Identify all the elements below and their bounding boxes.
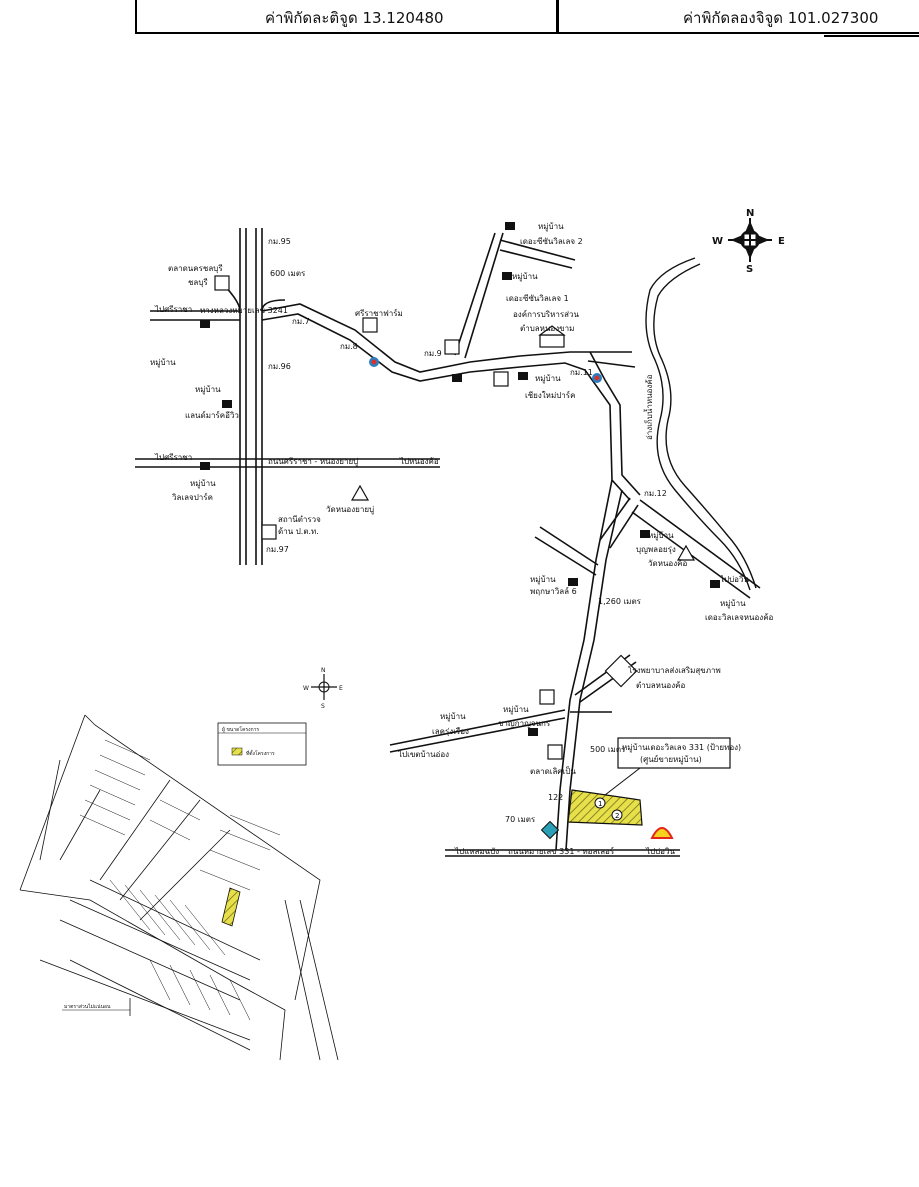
label-market-low: ตลาดเลิศเป็น bbox=[530, 766, 576, 776]
svg-text:1: 1 bbox=[598, 800, 602, 808]
inset-legend-item: ที่ตั้งโครงการ bbox=[246, 748, 275, 757]
label-to-sriracha-top: ไปศรีราชา bbox=[154, 305, 192, 314]
label-village-top2: หมู่บ้าน bbox=[512, 272, 538, 282]
label-wat2: วัดหนองค้อ bbox=[648, 559, 687, 568]
label-km12: กม.12 bbox=[644, 489, 667, 498]
label-village-right1b: บุญพลอยรุ่ง bbox=[636, 545, 676, 554]
compass-e: E bbox=[778, 236, 785, 247]
label-village-low1b: เลครุ่งเรือง bbox=[432, 727, 469, 736]
label-reservoir: อ่างเก็บน้ำหนองค้อ bbox=[643, 374, 654, 440]
label-km96: กม.96 bbox=[268, 362, 291, 371]
inset-legend: ผู้ ขนาดโครงการ ที่ตั้งโครงการ bbox=[217, 722, 307, 766]
label-km11: กม.11 bbox=[570, 368, 593, 377]
project-label: หมู่บ้านเดอะวิลเลจ 331 (ป้ายทอง) bbox=[622, 743, 741, 753]
label-village-right2: หมู่บ้าน bbox=[720, 599, 746, 609]
label-village-low2: หมู่บ้าน bbox=[503, 705, 529, 715]
latitude-label: ค่าพิกัดละติจูด 13.120480 bbox=[265, 9, 444, 27]
label-village-top2b: เดอะซีซันวิลเลจ 1 bbox=[506, 294, 569, 303]
label-to-bowin2: ไปบ่อวิน bbox=[645, 847, 675, 856]
compass-n: N bbox=[746, 208, 754, 219]
label-hospital2: ตำบลหนองค้อ bbox=[636, 681, 685, 690]
small-compass: N S E W bbox=[303, 667, 343, 710]
label-road331: ถนนหมายเลข 331 - ทอลเลอร์ bbox=[508, 846, 615, 856]
label-500m: 500 เมตร bbox=[590, 745, 626, 754]
longitude-label: ค่าพิกัดลองจิจูด 101.027300 bbox=[683, 9, 879, 27]
small-compass-w: W bbox=[303, 685, 309, 692]
label-village-top1: หมู่บ้าน bbox=[538, 222, 564, 232]
label-village-left1: หมู่บ้าน bbox=[150, 358, 176, 368]
project-callout: หมู่บ้านเดอะวิลเลจ 331 (ป้ายทอง) (ศูนย์ข… bbox=[604, 737, 741, 796]
label-village-low2b: ชาญกาญจนกร bbox=[498, 719, 551, 728]
label-to-bowin: ไปบ่อวิน bbox=[719, 575, 749, 584]
label-km9: กม.9 bbox=[424, 349, 442, 358]
label-village-mid1: หมู่บ้าน bbox=[530, 575, 556, 585]
label-km8: กม.8 bbox=[340, 342, 358, 351]
label-to-laem: ไปแหลมฉบัง bbox=[454, 847, 499, 856]
project-site: 1 2 bbox=[567, 789, 643, 826]
label-km97: กม.97 bbox=[266, 545, 289, 554]
reservoir-river bbox=[645, 257, 757, 591]
project-sublabel: (ศูนย์ขายหมู่บ้าน) bbox=[640, 754, 702, 765]
inset-scale-label: มาตราส่วนไม่แน่นอน bbox=[64, 1003, 111, 1010]
label-1260m: 1,260 เมตร bbox=[598, 597, 642, 606]
label-village-chain2: เชียงใหม่ปาร์ค bbox=[525, 390, 575, 400]
label-market2: ชลบุรี bbox=[188, 278, 208, 287]
gas-station-icon bbox=[369, 357, 602, 840]
label-village-vil2: วิลเลจปาร์ค bbox=[171, 492, 212, 502]
building-icons bbox=[214, 275, 696, 760]
small-compass-e: E bbox=[339, 685, 343, 692]
header-underline bbox=[824, 35, 919, 37]
village-icons bbox=[200, 222, 720, 736]
coordinate-header: ค่าพิกัดละติจูด 13.120480 ค่าพิกัดลองจิจ… bbox=[135, 0, 919, 37]
label-village-left3: หมู่บ้าน bbox=[195, 385, 221, 395]
compass-w: W bbox=[712, 236, 723, 247]
map-labels: กม.95 600 เมตร ตลาดนครชลบุรี ชลบุรี ไปศร… bbox=[150, 222, 774, 856]
compass-s: S bbox=[746, 264, 753, 275]
label-hospital: โรงพยาบาลส่งเสริมสุขภาพ bbox=[628, 665, 721, 675]
label-to-nongkho: ไปหนองค้อ bbox=[399, 457, 439, 466]
label-600m: 600 เมตร bbox=[270, 269, 306, 278]
label-km95: กม.95 bbox=[268, 237, 291, 246]
label-village-mid1b: พฤกษาวิลล์ 6 bbox=[530, 586, 577, 596]
label-km122: 122 bbox=[548, 793, 563, 802]
label-village-low1: หมู่บ้าน bbox=[440, 712, 466, 722]
label-hwy3241: ทางหลวงหมายเลข 3241 bbox=[200, 306, 288, 315]
label-village-chain: หมู่บ้าน bbox=[535, 374, 561, 384]
label-police2: ด้าน ป.ต.ท. bbox=[278, 527, 319, 536]
inset-project-lot bbox=[221, 887, 241, 927]
label-km7: กม.7 bbox=[292, 317, 310, 326]
inset-plot-map bbox=[19, 714, 339, 1061]
label-to-khaokhiao: ไปเขตบ้านอ่อง bbox=[397, 750, 449, 759]
label-village-vil: หมู่บ้าน bbox=[190, 479, 216, 489]
label-village-right1: หมู่บ้าน bbox=[648, 531, 674, 541]
label-farm: ศรีราชาฟาร์ม bbox=[355, 308, 403, 318]
label-market: ตลาดนครชลบุรี bbox=[168, 264, 223, 273]
label-village-top1b: เดอะซีซันวิลเลจ 2 bbox=[520, 237, 583, 246]
label-wat: วัดหนองยายบู่ bbox=[326, 505, 374, 515]
label-70m: 70 เมตร bbox=[505, 815, 536, 824]
label-police: สถานีตำรวจ bbox=[278, 515, 321, 524]
shell-icon bbox=[650, 827, 674, 839]
small-compass-s: S bbox=[321, 703, 325, 710]
label-village-right2b: เดอะวิลเลจหนองค้อ bbox=[705, 613, 774, 622]
label-sao: องค์การบริหารส่วน bbox=[513, 309, 580, 319]
header-left-border bbox=[135, 0, 137, 32]
header-divider bbox=[556, 0, 559, 32]
label-village-left4: แลนด์มาร์คอีวิว bbox=[185, 410, 239, 420]
svg-text:2: 2 bbox=[615, 812, 619, 820]
small-compass-n: N bbox=[321, 667, 326, 674]
label-sao2: ตำบลหนองขาม bbox=[520, 324, 574, 333]
inset-scale: มาตราส่วนไม่แน่นอน bbox=[62, 998, 131, 1016]
label-to-sriracha-mid: ไปศรีราชา bbox=[154, 453, 192, 462]
label-road-sriracha-nongkho: ถนนศรีราชา - หนองยายบู่ bbox=[268, 457, 358, 467]
inset-legend-title: ผู้ ขนาดโครงการ bbox=[222, 726, 259, 733]
compass-rose: N S E W bbox=[712, 208, 785, 275]
road-network bbox=[135, 228, 761, 857]
